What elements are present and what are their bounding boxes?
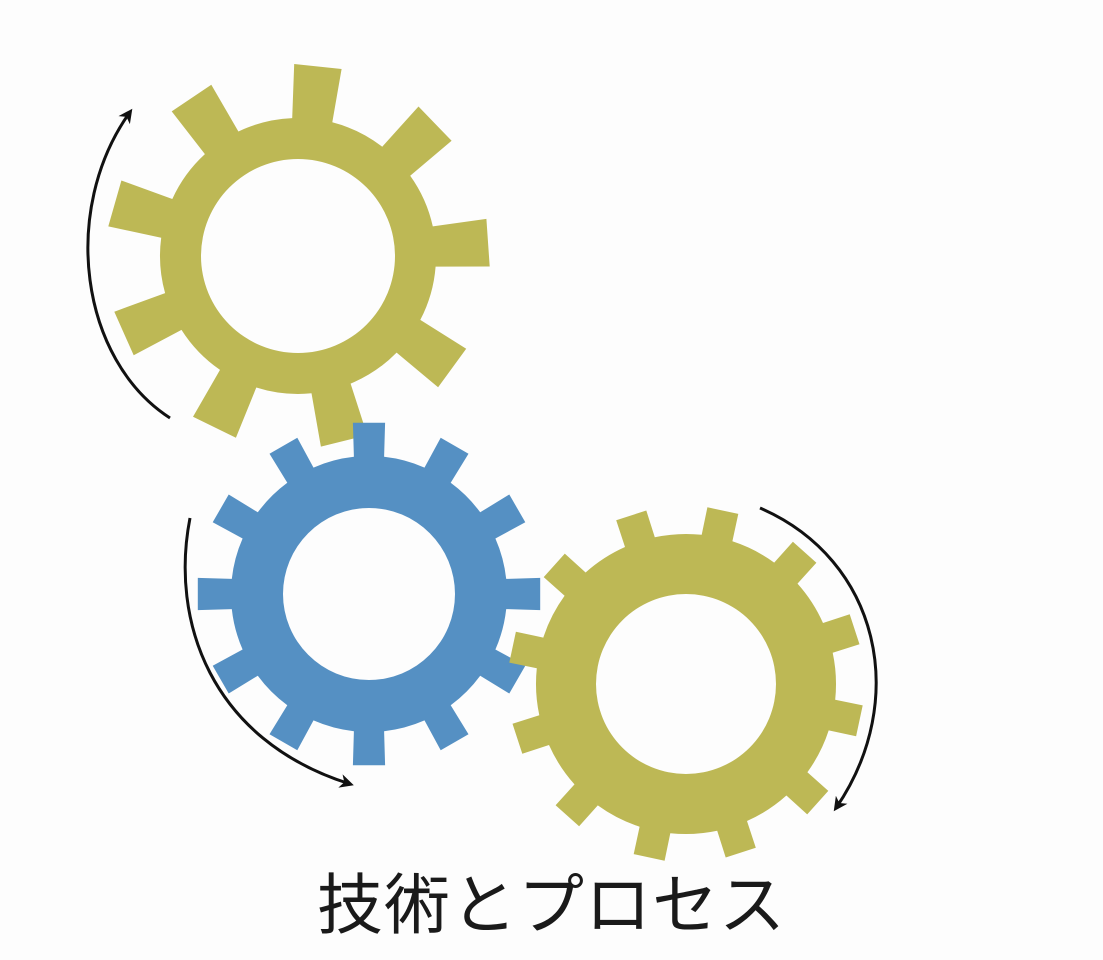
gear-top-left (108, 64, 490, 447)
gear-bottom-right (509, 507, 863, 861)
diagram-caption: 技術とプロセス (317, 867, 786, 944)
gear-middle (197, 422, 541, 766)
rotation-arrow-middle (183, 517, 354, 788)
rotation-arrow-right (759, 506, 878, 812)
rotation-arrow-top-left (86, 108, 171, 420)
